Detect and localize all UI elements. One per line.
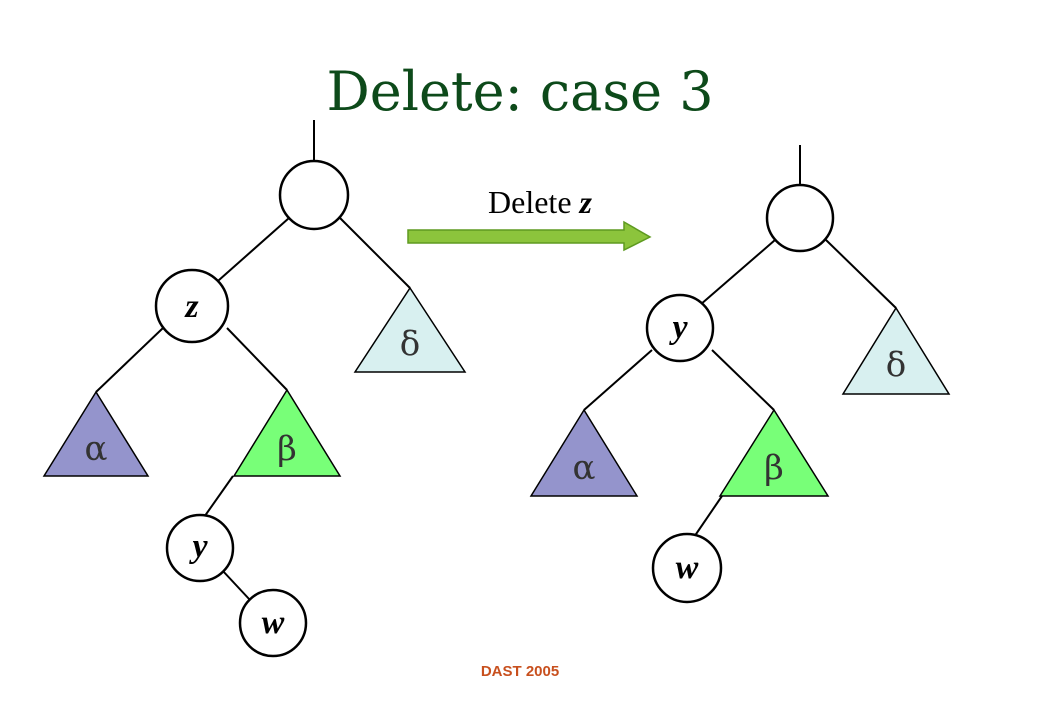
- edge-root-y: [699, 239, 776, 306]
- subtree-alpha: [529, 408, 639, 497]
- root-node: [278, 159, 350, 231]
- node-w-label: w: [262, 604, 285, 641]
- before-tree: z δ α β y w: [42, 120, 467, 658]
- node-y-label: y: [668, 309, 688, 346]
- node-w-label: w: [676, 549, 699, 586]
- subtree-delta: [841, 306, 951, 395]
- subtree-beta-label: β: [764, 448, 784, 488]
- edge-z-beta: [226, 327, 288, 391]
- slide-title: Delete: case 3: [326, 60, 713, 123]
- edge-root-delta: [339, 217, 411, 289]
- root-node: [765, 183, 835, 253]
- transition-label-var: z: [579, 184, 593, 220]
- subtree-beta-label: β: [277, 429, 297, 469]
- edge-beta-w: [691, 495, 723, 541]
- transition-arrow-icon: [407, 220, 652, 252]
- edge-y-w: [221, 569, 251, 601]
- subtree-alpha: [42, 390, 150, 477]
- subtree-beta: [718, 408, 830, 497]
- node-z-label: z: [184, 288, 199, 325]
- edge-y-beta: [711, 349, 775, 411]
- slide-footer: DAST 2005: [481, 663, 559, 680]
- node-w: [651, 532, 723, 604]
- node-y-label: y: [188, 528, 208, 565]
- after-tree: y δ α β w: [529, 145, 951, 604]
- edge-z-alpha: [95, 327, 164, 393]
- subtree-alpha-label: α: [85, 429, 108, 469]
- node-z: [154, 268, 230, 344]
- node-w: [238, 588, 308, 658]
- subtree-beta: [232, 388, 342, 477]
- subtree-alpha-label: α: [573, 448, 596, 488]
- subtree-delta: [353, 286, 467, 373]
- edge-beta-y: [201, 475, 234, 521]
- node-y: [165, 513, 235, 583]
- transition-label: Delete z: [488, 184, 593, 220]
- transition-label-prefix: Delete: [488, 184, 572, 220]
- edge-root-z: [209, 217, 290, 289]
- edge-root-delta: [825, 239, 897, 309]
- node-y: [645, 293, 715, 363]
- transition: Delete z: [407, 184, 652, 252]
- subtree-delta-label: δ: [886, 345, 906, 385]
- subtree-delta-label: δ: [400, 324, 420, 364]
- edge-y-alpha: [583, 349, 653, 411]
